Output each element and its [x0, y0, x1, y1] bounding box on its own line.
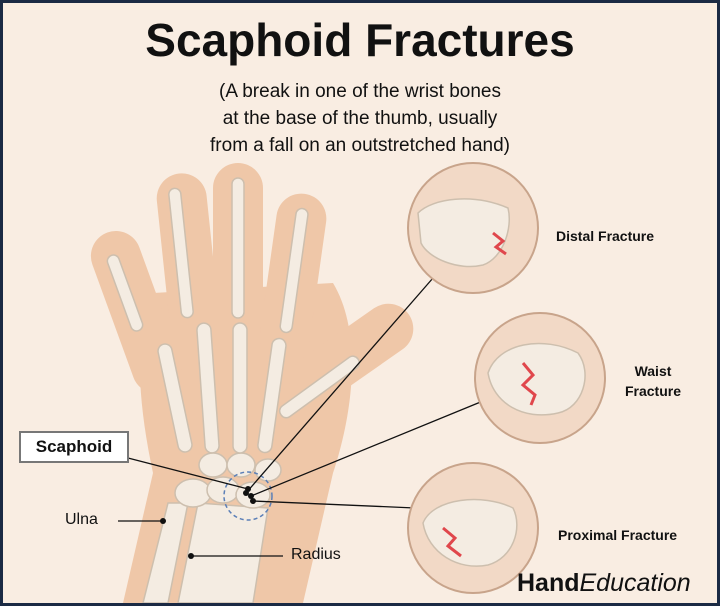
hand-illustration: [90, 162, 606, 603]
distal-leader: [245, 277, 434, 494]
distal-fracture-label: Distal Fracture: [556, 228, 655, 244]
proximal-leader: [252, 500, 416, 509]
waist-label-line-2: Fracture: [624, 383, 682, 399]
page-title: Scaphoid Fractures: [145, 14, 575, 66]
scaphoid-label: Scaphoid: [19, 431, 129, 463]
brand-part-hand: Hand: [517, 569, 580, 597]
brand-part-education: Education: [579, 569, 691, 597]
subtitle-line-1: (A break in one of the wrist bones: [219, 81, 501, 102]
inset-distal-fracture: [407, 162, 539, 294]
scaphoid-highlight-circle: [223, 471, 273, 521]
subtitle-line-2: at the base of the thumb, usually: [222, 108, 498, 129]
brand-logo: HandEducation: [517, 569, 691, 598]
waist-fracture-label: Waist Fracture: [613, 361, 693, 401]
leader-dots: [160, 486, 256, 559]
inset-proximal-fracture: [407, 462, 539, 594]
inset-waist-fracture: [474, 312, 606, 444]
proximal-fracture-label: Proximal Fracture: [558, 527, 678, 543]
subtitle-line-3: from a fall on an outstretched hand): [210, 135, 510, 156]
waist-label-line-1: Waist: [634, 363, 672, 379]
hand-bones: [106, 177, 361, 603]
infographic-card: Scaphoid Fractures (A break in one of th…: [3, 3, 717, 603]
ulna-label: Ulna: [65, 511, 98, 528]
waist-leader: [250, 400, 484, 497]
leader-lines: [118, 277, 484, 557]
subtitle: (A break in one of the wrist bones at th…: [3, 78, 717, 159]
radius-label: Radius: [291, 546, 341, 563]
scaphoid-leader: [127, 457, 249, 490]
